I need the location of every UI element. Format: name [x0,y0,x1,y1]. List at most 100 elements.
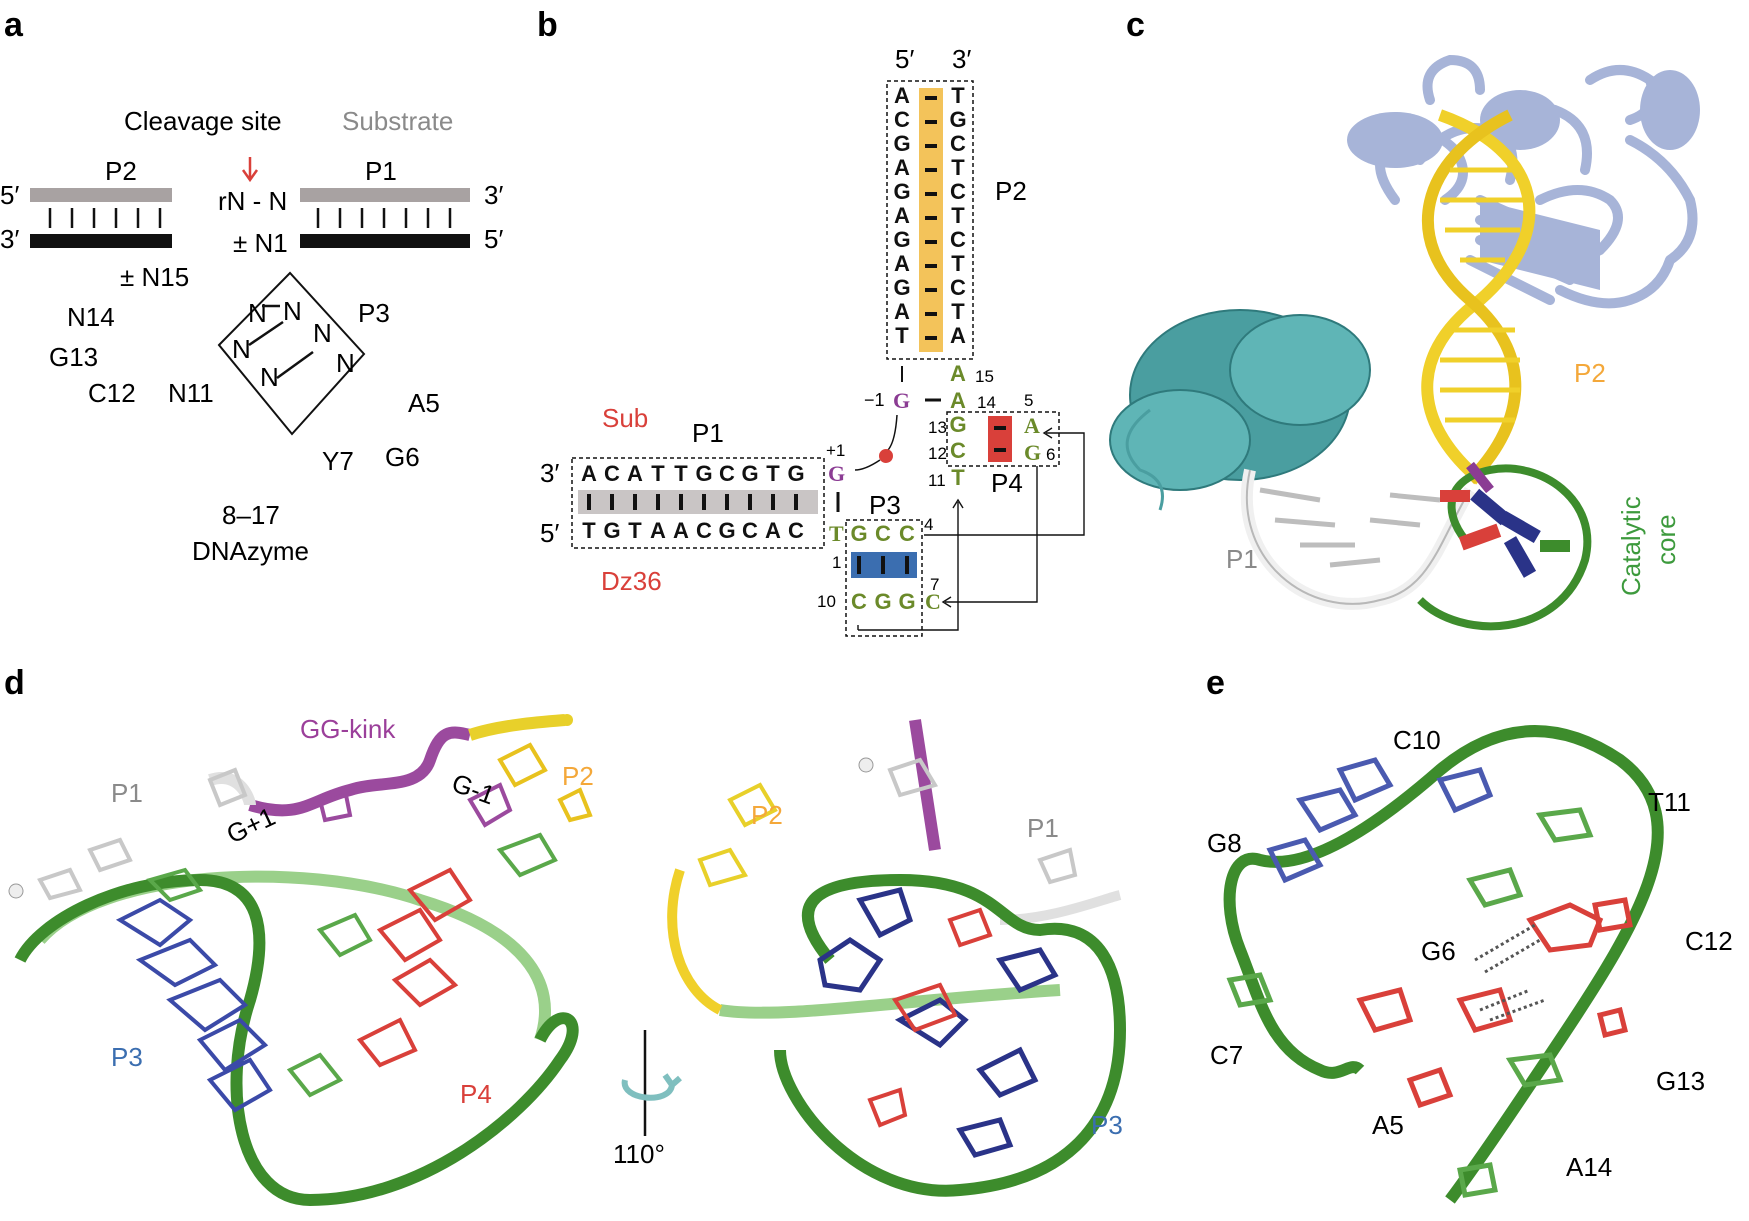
p1-top-sequence: A C A T T G C G T G [581,461,805,486]
rn-n-label: rN - N [218,186,287,216]
g-plus1-base: G [828,461,845,486]
p3-pair-ticks [857,556,909,574]
cleavage-site-dot [879,449,893,463]
p1-bottom-base: A [673,518,689,543]
p2-left-base: G [893,131,910,156]
t11-base: T [951,465,965,490]
core-n: N [313,318,332,348]
p2-right-base: G [949,107,966,132]
teal-loop [1125,408,1164,511]
p2-left-base: G [893,179,910,204]
core-backbone [14,873,579,1207]
p2-right-base: C [950,275,966,300]
backbone-end-cap [561,714,573,726]
p1-pairing-bar [578,490,818,514]
p3-box [845,519,923,637]
substrate-strand-right [300,188,470,202]
core-backbone-right-light [719,984,1061,1019]
purple-bases [317,782,513,828]
cleavage-arrow-icon [241,157,259,183]
p1-bottom-base: T [628,518,642,543]
n14-label: N14 [67,302,115,332]
p4-box [946,411,1060,467]
purple-backbone-right [909,719,941,851]
p1-bottom-base: A [650,518,666,543]
p2-right-base: T [951,251,965,276]
p2-box [886,80,974,360]
p1-label: P1 [692,418,724,448]
p3-bottom-base: G [898,589,915,614]
p1-label: P1 [111,778,143,808]
p4-label: P4 [460,1079,492,1109]
backbone-end-cap [858,757,874,773]
p2-pair-ticks [925,96,937,340]
p3-bottom-sequence: C G G [851,589,916,614]
p3-top-sequence: G C C [850,521,915,546]
p1-helix-outline [1245,469,1471,605]
g13-label: G13 [49,342,98,372]
g13-base: G [949,412,966,437]
base-pair-ticks-left [48,208,162,228]
g6-label: G6 [1421,936,1456,966]
p2-right-base: T [951,155,965,180]
a14-base: A [950,388,966,413]
p2-right-base: A [950,323,966,348]
core-backbone-right [774,873,1127,1197]
core-n: N [283,296,302,326]
p3-bottom-base: G [874,589,891,614]
p3-top-base: C [899,521,915,546]
topology-arrows [857,427,1085,631]
dnazyme-name: DNAzyme [192,536,309,566]
p2-backbone-end [468,714,566,741]
n13-number: 13 [928,418,947,437]
core-n: N [260,362,279,392]
gg-kink-label: GG-kink [300,714,396,744]
catalytic-loop-backbone [1223,725,1664,1204]
kink-curve-lower [854,459,881,471]
p2-left-base: A [894,155,910,180]
g8-label: G8 [1207,828,1242,858]
dnazyme-number: 8–17 [222,500,280,530]
core-n: N [248,298,267,328]
five-prime-right: 5′ [484,224,503,254]
p3-core-diamond: N N N N N N [217,271,366,436]
panel-c-label: c [1126,6,1145,44]
p1-bottom-base: G [718,518,735,543]
sub-label: Sub [602,403,648,433]
p3-top-base: C [875,521,891,546]
backbone-end-cap [8,883,24,899]
panel-a-label: a [4,6,24,44]
p2-label: P2 [105,156,137,186]
p2-label: P2 [1574,358,1606,388]
p2-left-base: A [894,299,910,324]
p1-top-base: T [674,461,688,486]
p2-left-sequence: A C G A G A G A G A T [893,83,910,348]
p2-label-right: P2 [751,800,783,830]
p3-label: P3 [111,1042,143,1072]
p3-label: P3 [869,490,901,520]
five-prime-left: 5′ [0,180,19,210]
catalytic-core-bases [1440,488,1570,578]
p1-top-base: T [651,461,665,486]
panel-d-label: d [4,664,25,702]
p1-label: P1 [365,156,397,186]
catalytic-label-2: core [1651,514,1681,565]
gg-kink-backbone [248,726,472,817]
p2-right-base: T [951,203,965,228]
blue-bases [1266,757,1494,884]
p4-pairing-bar [988,416,1012,462]
p1-label: P1 [1226,544,1258,574]
p2-right-base: C [950,179,966,204]
yellow-backbone-right [667,868,723,1015]
p2-left-base: C [894,107,910,132]
p2-label: P2 [562,761,594,791]
substrate-label: Substrate [342,106,453,136]
panel-e: e C10 T11 G8 G6 C12 C7 G13 A5 A14 [1206,664,1733,1204]
p1-bottom-base: C [788,518,804,543]
p1-top-base: T [766,461,780,486]
three-prime-left: 3′ [0,224,19,254]
p2-right-base: T [951,299,965,324]
n15-label: ± N15 [120,262,189,292]
p1-box [571,457,825,549]
rotation-angle: 110° [613,1139,665,1169]
